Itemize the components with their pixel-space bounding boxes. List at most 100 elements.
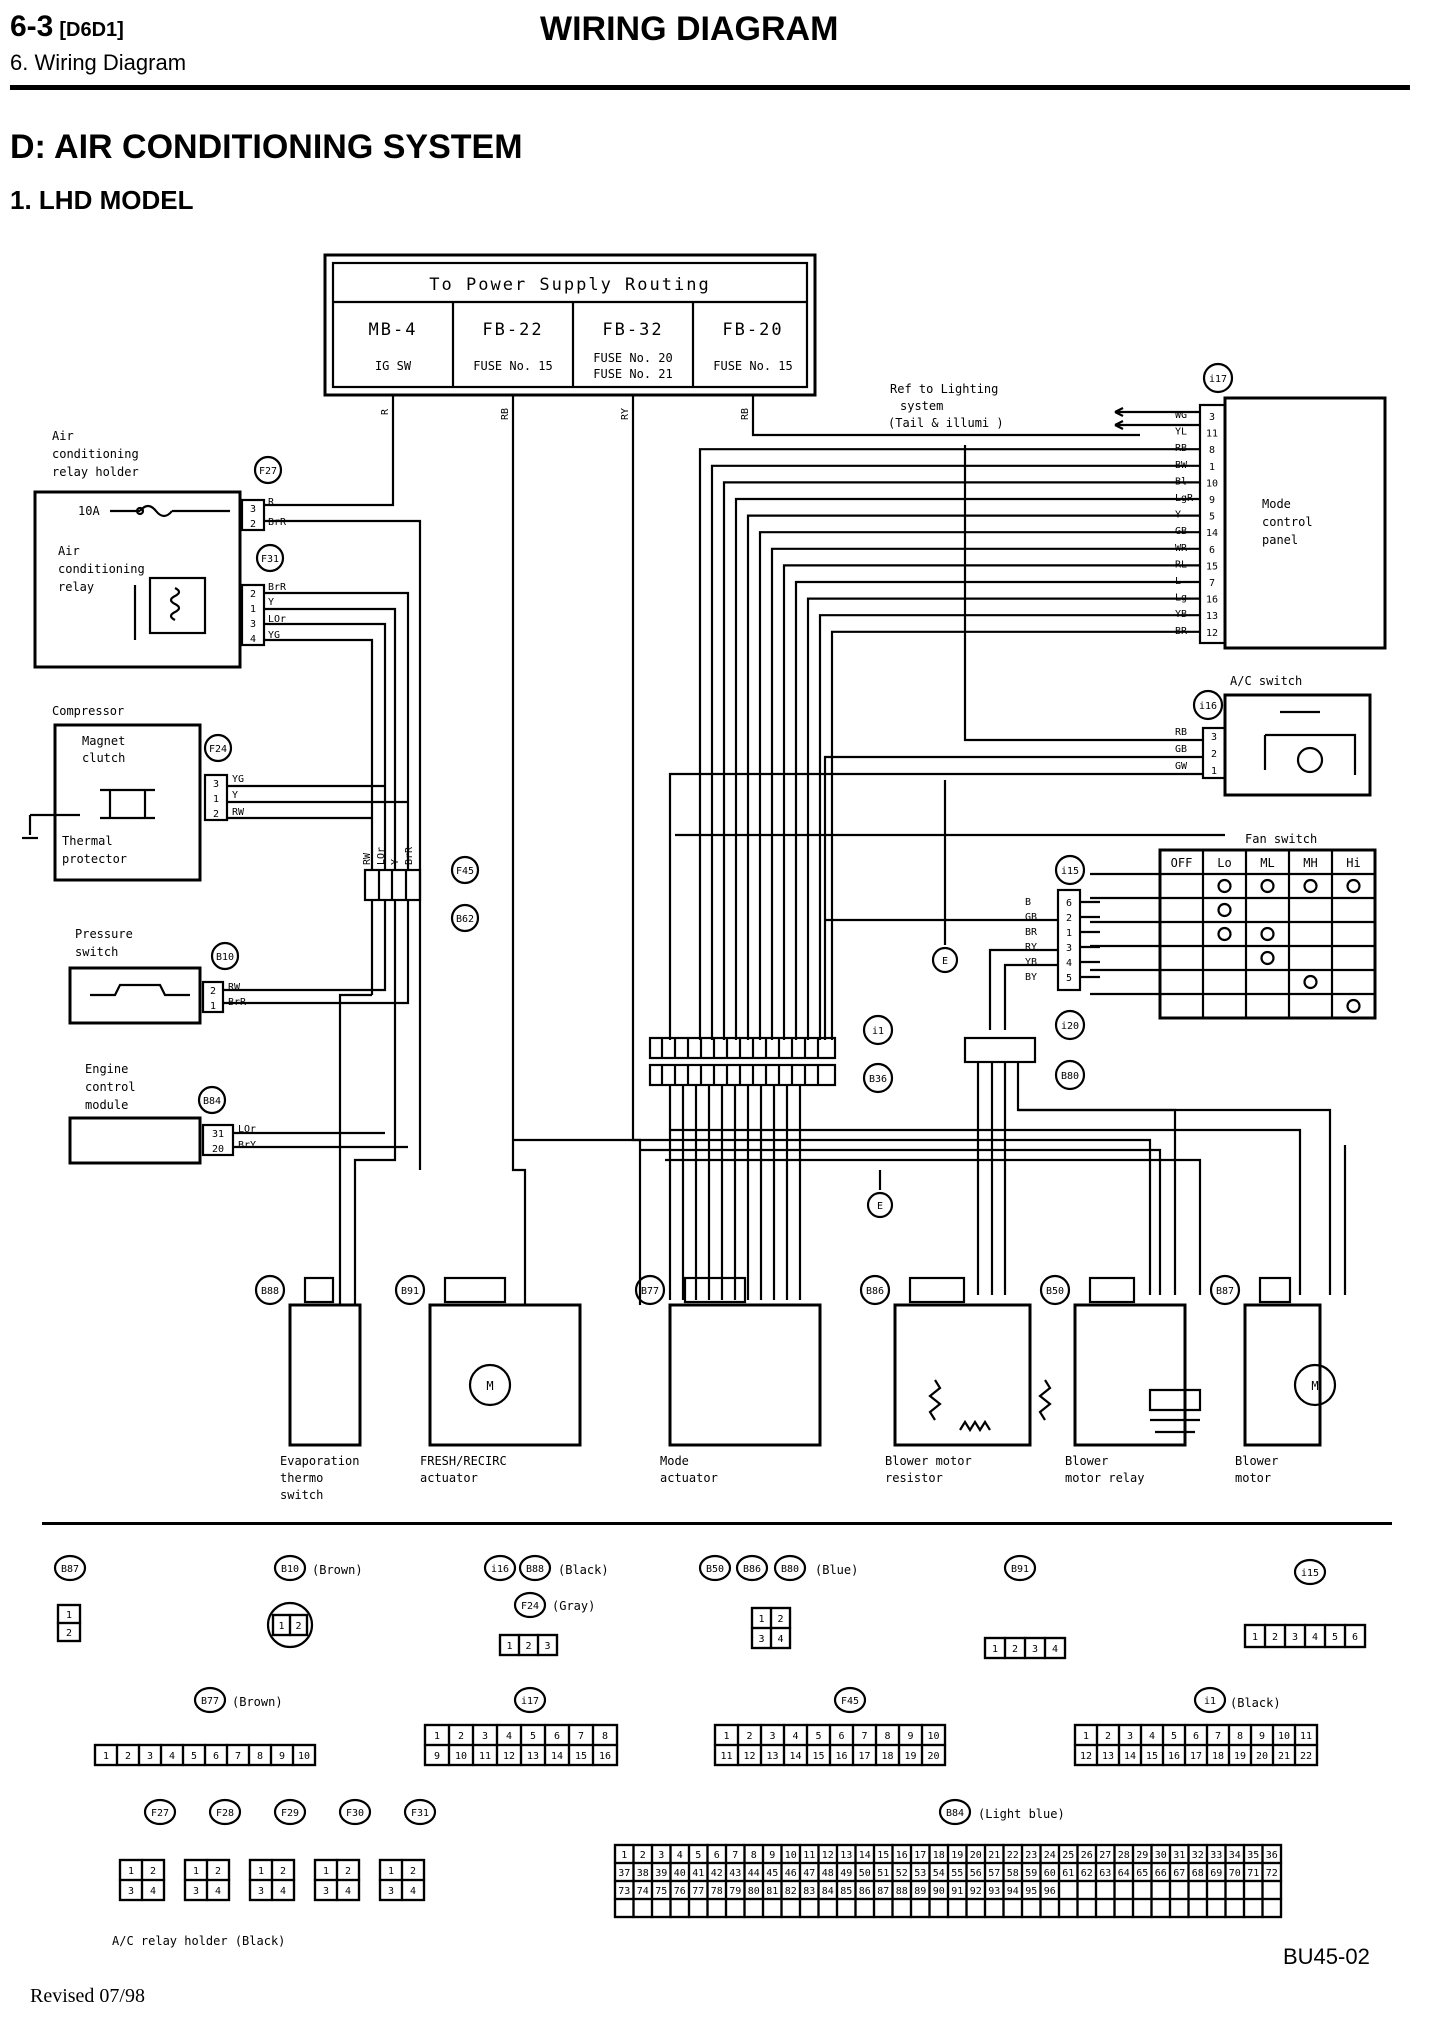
connector-b77-plug (683, 1276, 747, 1304)
indicator-lamp-icon (1296, 746, 1324, 774)
face-b84-cell-114 (724, 1897, 746, 1919)
connector-b86-plug (908, 1276, 966, 1304)
face-b84-pin-18: 19 (951, 1850, 963, 1861)
wire-label-r: R (380, 408, 391, 415)
face-b84-pin-0: 1 (621, 1850, 627, 1861)
face-b84-pin-63: 64 (1118, 1868, 1130, 1879)
face-relay-0-pin-0: 1 (128, 1866, 134, 1877)
svg-text:relay: relay (58, 580, 94, 594)
face-b84-cell-128 (983, 1897, 1005, 1919)
face-b84-cell-96 (1057, 1879, 1079, 1901)
face-b87-cell-1 (56, 1621, 82, 1643)
face-b84-pin-95: 96 (1044, 1886, 1056, 1897)
face-relay-4-pin-2: 3 (388, 1886, 394, 1897)
svg-text:1: 1 (213, 794, 219, 805)
face-b77-pin-2: 3 (147, 1751, 153, 1762)
face-i1-pin-10: 11 (1300, 1731, 1312, 1742)
face-b84-pin-8: 9 (769, 1850, 775, 1861)
svg-text:LOr: LOr (238, 1124, 256, 1135)
face-b77-pin-7: 8 (257, 1751, 263, 1762)
face-badge-f45 (833, 1686, 867, 1714)
i15-wire-label-2: BR (1025, 927, 1038, 938)
svg-text:Y: Y (390, 859, 401, 865)
ps-col-1-desc: IG SW (375, 359, 412, 373)
face-b10-pin-1: 2 (295, 1621, 301, 1632)
face-b84-pin-33: 34 (1229, 1850, 1241, 1861)
face-i17-pin-15: 16 (599, 1751, 611, 1762)
face-b84-pin-61: 62 (1081, 1868, 1093, 1879)
face-badge-b87 (53, 1554, 87, 1582)
face-b84-pin-31: 32 (1192, 1850, 1204, 1861)
face-b50-pin-0: 1 (758, 1614, 764, 1625)
face-relay-3-pin-0: 1 (323, 1866, 329, 1877)
svg-text:Thermal: Thermal (62, 834, 113, 848)
face-b84-cell-120 (835, 1897, 857, 1919)
face-b84-pin-72: 73 (618, 1886, 630, 1897)
face-badge-label-f30: F30 (346, 1808, 364, 1819)
arrow-icon (1114, 407, 1200, 417)
face-relay-2-pin-3: 4 (280, 1886, 286, 1897)
face-b84-pin-29: 30 (1155, 1850, 1167, 1861)
face-b84-pin-20: 21 (988, 1850, 1000, 1861)
svg-text:i1: i1 (872, 1026, 884, 1037)
face-f45-pin-10: 11 (720, 1751, 732, 1762)
face-f45-pin-13: 14 (789, 1751, 801, 1762)
svg-text:E: E (877, 1201, 883, 1212)
face-b50-color: (Blue) (815, 1563, 858, 1577)
face-b84-cell-125 (928, 1897, 950, 1919)
connector-b87-label: B87 (1216, 1286, 1234, 1297)
svg-text:GB: GB (1175, 744, 1187, 755)
face-b84-cell-123 (891, 1897, 913, 1919)
svg-text:B36: B36 (869, 1074, 887, 1085)
svg-text:1: 1 (1211, 766, 1217, 777)
face-relay-3-cell-3 (335, 1878, 361, 1902)
face-f45-pin-4: 5 (815, 1731, 821, 1742)
connector-b88-plug (303, 1276, 335, 1304)
face-b84-pin-56: 57 (988, 1868, 1000, 1879)
face-badge-f24 (513, 1591, 547, 1619)
i17-wire-label-0: WG (1175, 410, 1187, 421)
svg-text:1: 1 (250, 604, 256, 615)
i15-pin-2: 2 (1066, 913, 1072, 924)
resistor-icon (928, 1379, 1052, 1433)
face-b84-cell-127 (965, 1897, 987, 1919)
face-badge-label-i17: i17 (521, 1696, 539, 1707)
face-b84-pin-75: 76 (674, 1886, 686, 1897)
face-b84-cell-129 (1002, 1897, 1024, 1919)
svg-text:Magnet: Magnet (82, 734, 125, 748)
face-b84-pin-23: 24 (1044, 1850, 1056, 1861)
component-body-2 (668, 1303, 822, 1447)
face-i17-pin-9: 10 (455, 1751, 467, 1762)
face-i17-pin-12: 13 (527, 1751, 539, 1762)
face-b84-pin-60: 61 (1062, 1868, 1074, 1879)
face-relay-2-pin-1: 2 (280, 1866, 286, 1877)
svg-text:protector: protector (62, 852, 127, 866)
component-label-1-1: actuator (420, 1471, 478, 1485)
face-badge-label-i16: i16 (491, 1564, 509, 1575)
ps-col-3-desc: FUSE No. 20 (593, 351, 672, 365)
face-b84-pin-6: 7 (732, 1850, 738, 1861)
face-b91-pin-1: 2 (1012, 1644, 1018, 1655)
face-b84-cell-132 (1057, 1897, 1079, 1919)
face-badge-label-f28: F28 (216, 1808, 234, 1819)
connector-b91-badge (394, 1274, 426, 1306)
face-b84-cell-109 (632, 1897, 654, 1919)
face-badge-label-f27: F27 (151, 1808, 169, 1819)
face-badge-label-b88: B88 (526, 1564, 544, 1575)
fan-contact-8 (1303, 974, 1318, 990)
fan-contact-3 (1346, 878, 1361, 894)
face-f24-pin-1: 2 (525, 1641, 531, 1652)
svg-text:LOr: LOr (376, 847, 387, 865)
bottom-components: B88EvaporationthermoswitchB91FRESH/RECIR… (254, 1274, 1337, 1502)
section-subheading: 1. LHD MODEL (10, 185, 194, 215)
face-badge-b91 (1003, 1554, 1037, 1582)
face-relay-3-pin-2: 3 (323, 1886, 329, 1897)
connector-f31-badge (255, 543, 285, 573)
header-rule (10, 85, 1410, 90)
fuse-icon (135, 506, 145, 516)
i17-pin-11: 11 (1206, 429, 1218, 440)
face-f45-pin-14: 15 (812, 1751, 824, 1762)
section-heading: D: AIR CONDITIONING SYSTEM (10, 128, 523, 166)
